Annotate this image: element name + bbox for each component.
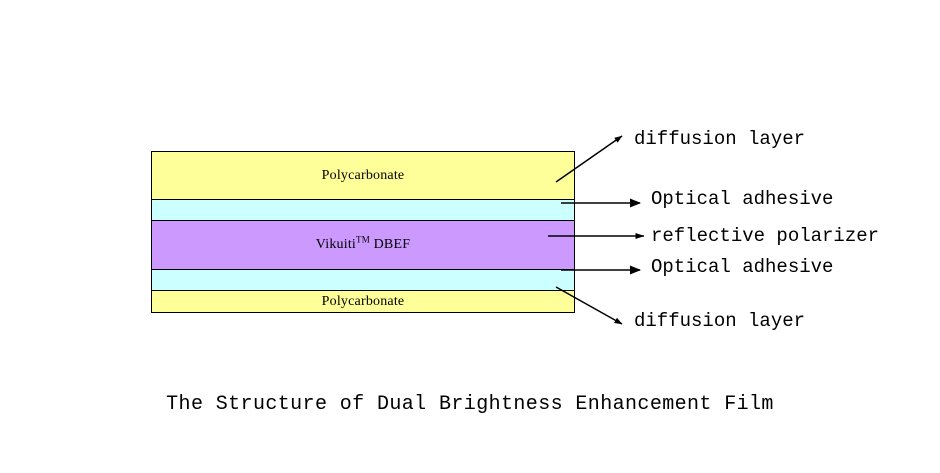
layer-label-polycarbonate-bottom: Polycarbonate bbox=[321, 293, 405, 309]
figure-caption: The Structure of Dual Brightness Enhance… bbox=[166, 393, 774, 416]
layer-optical-adhesive-bottom bbox=[152, 270, 574, 291]
layer-optical-adhesive-top bbox=[152, 200, 574, 221]
trademark-superscript: TM bbox=[356, 234, 370, 245]
callout-diffusion-layer-bottom: diffusion layer bbox=[634, 310, 806, 332]
layer-stack: Polycarbonate VikuitiTM DBEF Polycarbona… bbox=[151, 151, 575, 313]
layer-label-vikuiti-dbef: VikuitiTM DBEF bbox=[315, 235, 411, 252]
callout-diffusion-layer-top: diffusion layer bbox=[634, 128, 806, 150]
layer-label-polycarbonate-top: Polycarbonate bbox=[321, 167, 405, 183]
layer-polycarbonate-bottom: Polycarbonate bbox=[152, 291, 574, 312]
callout-optical-adhesive-bottom: Optical adhesive bbox=[651, 256, 834, 278]
layer-label-dbef-tail: DBEF bbox=[369, 237, 411, 252]
layer-polycarbonate-top: Polycarbonate bbox=[152, 152, 574, 200]
layer-vikuiti-dbef: VikuitiTM DBEF bbox=[152, 221, 574, 270]
callout-optical-adhesive-top: Optical adhesive bbox=[651, 188, 834, 210]
callout-reflective-polarizer: reflective polarizer bbox=[651, 225, 880, 247]
layer-label-vikuiti-name: Vikuiti bbox=[315, 237, 357, 252]
